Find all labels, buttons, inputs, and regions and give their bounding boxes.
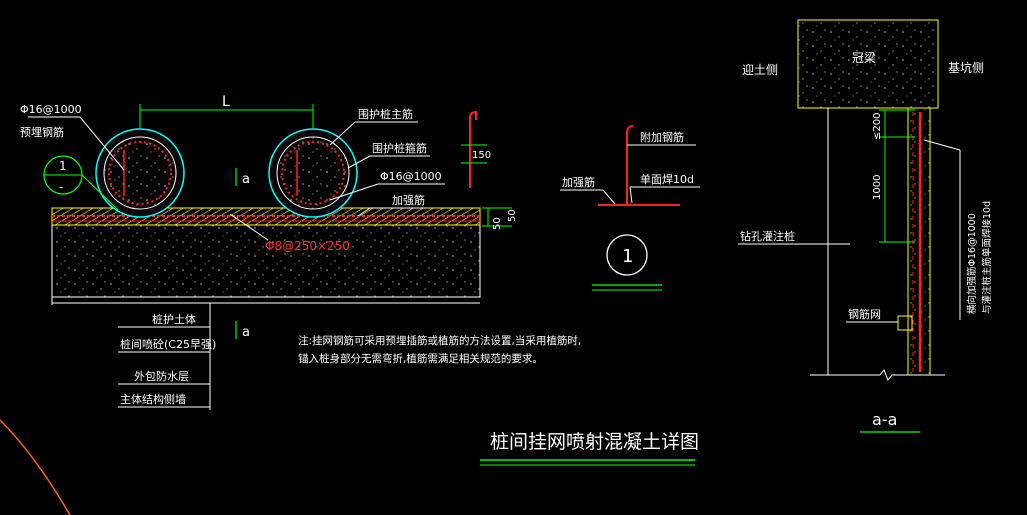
layer-0: 桩护土体	[152, 312, 196, 326]
soil-body	[51, 224, 481, 298]
section-mark-bottom: a	[242, 325, 250, 340]
detail-1-circle-label: 1	[622, 246, 633, 267]
bored-pile-label: 钻孔灌注桩	[740, 229, 795, 243]
mesh-section-label: 钢筋网	[848, 307, 881, 321]
soil-side-label: 迎土侧	[742, 63, 778, 77]
dim-le200: ≤200	[872, 113, 883, 140]
dim-50-left: 50	[492, 217, 503, 230]
dim-1000: 1000	[872, 175, 883, 200]
additional-bar-label: 附加钢筋	[640, 130, 684, 144]
embedded-bar-label: 预埋钢筋	[20, 125, 64, 139]
drawing-title: 桩间挂网喷射混凝土详图	[490, 431, 699, 453]
detail-marker-bottom: -	[59, 180, 63, 194]
note-line-2: 锚入桩身部分无需弯折,植筋需满足相关规范的要求。	[298, 352, 543, 365]
phi16-left-label: Φ16@1000	[20, 103, 82, 116]
plan-view: L Φ16@1000 预埋钢筋 1 - 围护桩主筋 围护桩箍筋 Φ16@1000…	[20, 94, 581, 410]
phi16-right-label: Φ16@1000	[380, 170, 442, 183]
layer-1: 桩间喷砼(C25早强)	[120, 337, 216, 351]
vertical-bar-label-2: 与灌注桩主筋单面焊接10d	[981, 201, 993, 314]
layer-callout: 桩护土体 桩间喷砼(C25早强) 外包防水层 主体结构侧墙	[118, 303, 216, 410]
dim-150: 150	[472, 150, 491, 161]
pile-main-bar-label: 围护桩主筋	[358, 107, 413, 121]
vertical-bar-label-1: 横向加强筋Φ16@1000	[966, 213, 978, 314]
crown-beam	[797, 19, 939, 109]
pile-left	[95, 128, 185, 218]
section-mark-top: a	[242, 172, 250, 187]
crown-beam-label: 冠梁	[852, 50, 876, 65]
layer-2: 外包防水层	[134, 369, 189, 383]
detail-marker-top: 1	[59, 159, 67, 173]
pit-side-label: 基坑侧	[948, 60, 984, 75]
section-a-a: 冠梁 迎土侧 基坑侧 ≤200 1000 钻孔灌注桩 钢筋网 横向加强筋Φ16@…	[738, 19, 993, 433]
boundary-arc	[0, 419, 71, 515]
weld-label: 单面焊10d	[640, 172, 694, 186]
pile-right	[268, 128, 358, 218]
pile-stirrup-label: 围护桩箍筋	[372, 141, 427, 155]
hook-detail: 150	[461, 110, 491, 188]
strengthen-bar-label: 加强筋	[392, 193, 425, 207]
note-line-1: 注:挂网钢筋可采用预埋插筋或植筋的方法设置,当采用植筋时,	[298, 334, 581, 347]
dimension-L-label: L	[222, 94, 230, 110]
layer-3: 主体结构侧墙	[120, 392, 186, 406]
detail-1: 附加钢筋 加强筋 单面焊10d 1	[560, 125, 700, 291]
dim-50-right: 50	[507, 209, 518, 222]
section-title: a-a	[872, 410, 897, 429]
detail-strengthen-bar-label: 加强筋	[562, 175, 595, 189]
mesh-label: Φ8@250×250	[265, 239, 350, 253]
